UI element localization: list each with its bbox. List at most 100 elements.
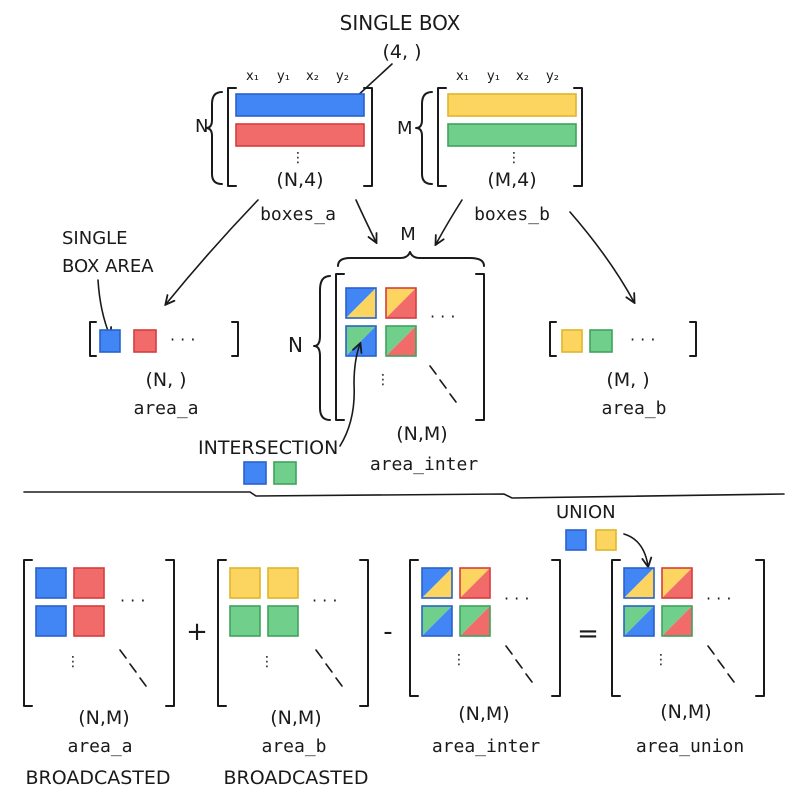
m4-bracket-right bbox=[755, 559, 765, 697]
m4-name: area_union bbox=[636, 736, 744, 757]
coord-x1-b: x₁ bbox=[456, 69, 469, 84]
m1-name: area_a bbox=[67, 736, 132, 757]
m2-bracket-right bbox=[359, 559, 369, 707]
m1-vdots: ⋮ bbox=[66, 654, 80, 670]
m1-hdots: · · · bbox=[120, 591, 145, 610]
m4-cell-0-0 bbox=[623, 567, 655, 599]
m3-name: area_inter bbox=[432, 736, 541, 757]
coord-x2-b: x₂ bbox=[516, 69, 529, 84]
arrow-b-to-inter bbox=[436, 199, 463, 244]
boxes-a-shape: (N,4) bbox=[276, 169, 323, 191]
area-inter-shape: (N,M) bbox=[396, 423, 447, 445]
bottom-matrix-area-b: · · · ⋮ (N,M) area_b BROADCASTED bbox=[217, 559, 369, 789]
boxes-a-bracket-right bbox=[363, 87, 373, 187]
m1-cell-0-0 bbox=[35, 567, 67, 599]
inter-vdots: ⋮ bbox=[376, 372, 390, 388]
bottom-matrix-area-union: · · · ⋮ (N,M) area_union bbox=[611, 559, 765, 757]
boxes-b-bracket-right bbox=[573, 87, 583, 187]
area-inter-name: area_inter bbox=[370, 454, 479, 475]
area-inter-left-brace bbox=[313, 275, 331, 421]
m1-ddots bbox=[119, 649, 147, 687]
m2-ddots bbox=[315, 649, 343, 687]
area-inter-matrix: M N · · · ⋮ (N,M) area_inter bbox=[288, 224, 485, 475]
bottom-matrix-area-inter: · · · ⋮ (N,M) area_inter bbox=[409, 559, 561, 757]
area-b-bracket-left bbox=[549, 321, 557, 357]
area-b-vector: · · · (M, ) area_b bbox=[549, 321, 697, 419]
union-arrow bbox=[623, 533, 648, 566]
single-box-shape: (4, ) bbox=[383, 41, 422, 63]
area-a-shape: (N, ) bbox=[145, 369, 186, 391]
boxes-a-matrix: x₁ y₁ x₂ y₂ N ⋮ (N,4) boxes_a bbox=[195, 69, 373, 225]
m2-bracket-left bbox=[217, 559, 227, 707]
arrow-a-to-inter bbox=[355, 199, 376, 242]
m4-shape: (N,M) bbox=[660, 701, 711, 723]
m2-cell-0-1 bbox=[267, 567, 299, 599]
m2-cell-0-0 bbox=[229, 567, 261, 599]
intersection-label: INTERSECTION bbox=[198, 437, 338, 459]
union-swatch-blue bbox=[565, 529, 587, 551]
m1-cell-1-0 bbox=[35, 605, 67, 637]
m4-cell-0-1 bbox=[661, 567, 693, 599]
single-box-area-line1: SINGLE bbox=[62, 228, 128, 249]
m3-ddots bbox=[505, 645, 533, 683]
m1-bracket-left bbox=[23, 559, 33, 707]
m2-shape: (N,M) bbox=[270, 707, 321, 729]
single-box-area-line2: BOX AREA bbox=[62, 256, 154, 277]
area-inter-top-brace bbox=[337, 251, 485, 267]
boxes-a-vdots: ⋮ bbox=[291, 150, 305, 166]
intersection-arrow bbox=[339, 344, 360, 447]
boxes-a-name: boxes_a bbox=[260, 204, 336, 225]
area-inter-bracket-left bbox=[335, 273, 345, 421]
area-a-vector: · · · (N, ) area_a bbox=[89, 321, 239, 419]
inter-cell-1-0 bbox=[345, 325, 377, 357]
box-b-row-yellow bbox=[447, 93, 577, 117]
m4-cell-1-0 bbox=[623, 605, 655, 637]
m1-cell-0-1 bbox=[73, 567, 105, 599]
m4-hdots: · · · bbox=[706, 589, 731, 608]
inter-cell-0-0 bbox=[345, 287, 377, 319]
m1-shape: (N,M) bbox=[78, 707, 129, 729]
intersection-swatch-blue bbox=[243, 461, 267, 485]
m4-vdots: ⋮ bbox=[654, 652, 668, 668]
boxes-b-matrix: x₁ y₁ x₂ y₂ M ⋮ (M,4) boxes_b bbox=[397, 69, 583, 225]
m2-vdots: ⋮ bbox=[260, 654, 274, 670]
area-a-bracket-right bbox=[231, 321, 239, 357]
box-b-row-green bbox=[447, 123, 577, 147]
area-b-shape: (M, ) bbox=[606, 369, 649, 391]
union-swatch-yellow bbox=[595, 529, 617, 551]
m2-note: BROADCASTED bbox=[223, 767, 368, 789]
boxes-b-vdots: ⋮ bbox=[507, 150, 521, 166]
boxes-a-brace bbox=[205, 91, 223, 185]
boxes-b-dim: M bbox=[397, 118, 413, 139]
box-a-row-blue bbox=[235, 93, 365, 117]
area-inter-bracket-right bbox=[475, 273, 485, 421]
minus-sign: - bbox=[383, 617, 392, 647]
coord-y1-a: y₁ bbox=[277, 69, 290, 84]
coord-x1-a: x₁ bbox=[246, 69, 259, 84]
inter-cell-0-1 bbox=[385, 287, 417, 319]
coord-x2-a: x₂ bbox=[306, 69, 319, 84]
arrow-to-area-b bbox=[569, 211, 634, 302]
arrow-to-area-a bbox=[166, 199, 259, 304]
area-b-bracket-right bbox=[689, 321, 697, 357]
boxes-b-bracket-left bbox=[437, 87, 447, 187]
single-box-label: SINGLE BOX bbox=[340, 11, 461, 35]
m1-cell-1-1 bbox=[73, 605, 105, 637]
box-a-row-red bbox=[235, 123, 365, 147]
boxes-b-brace bbox=[415, 91, 433, 185]
boxes-b-name: boxes_b bbox=[474, 204, 550, 225]
m2-cell-1-0 bbox=[229, 605, 261, 637]
area-a-bracket-left bbox=[89, 321, 97, 357]
m3-vdots: ⋮ bbox=[452, 652, 466, 668]
m3-cell-1-1 bbox=[459, 605, 491, 637]
m4-cell-1-1 bbox=[661, 605, 693, 637]
single-box-area-arrow bbox=[97, 279, 110, 336]
m3-hdots: · · · bbox=[504, 589, 529, 608]
boxes-a-dim: N bbox=[195, 116, 208, 137]
coord-y2-b: y₂ bbox=[546, 69, 559, 84]
m2-hdots: · · · bbox=[312, 591, 337, 610]
inter-hdots: · · · bbox=[430, 307, 455, 326]
area-inter-rows: N bbox=[288, 333, 303, 357]
bottom-matrix-area-a: · · · ⋮ (N,M) area_a BROADCASTED bbox=[23, 559, 175, 789]
